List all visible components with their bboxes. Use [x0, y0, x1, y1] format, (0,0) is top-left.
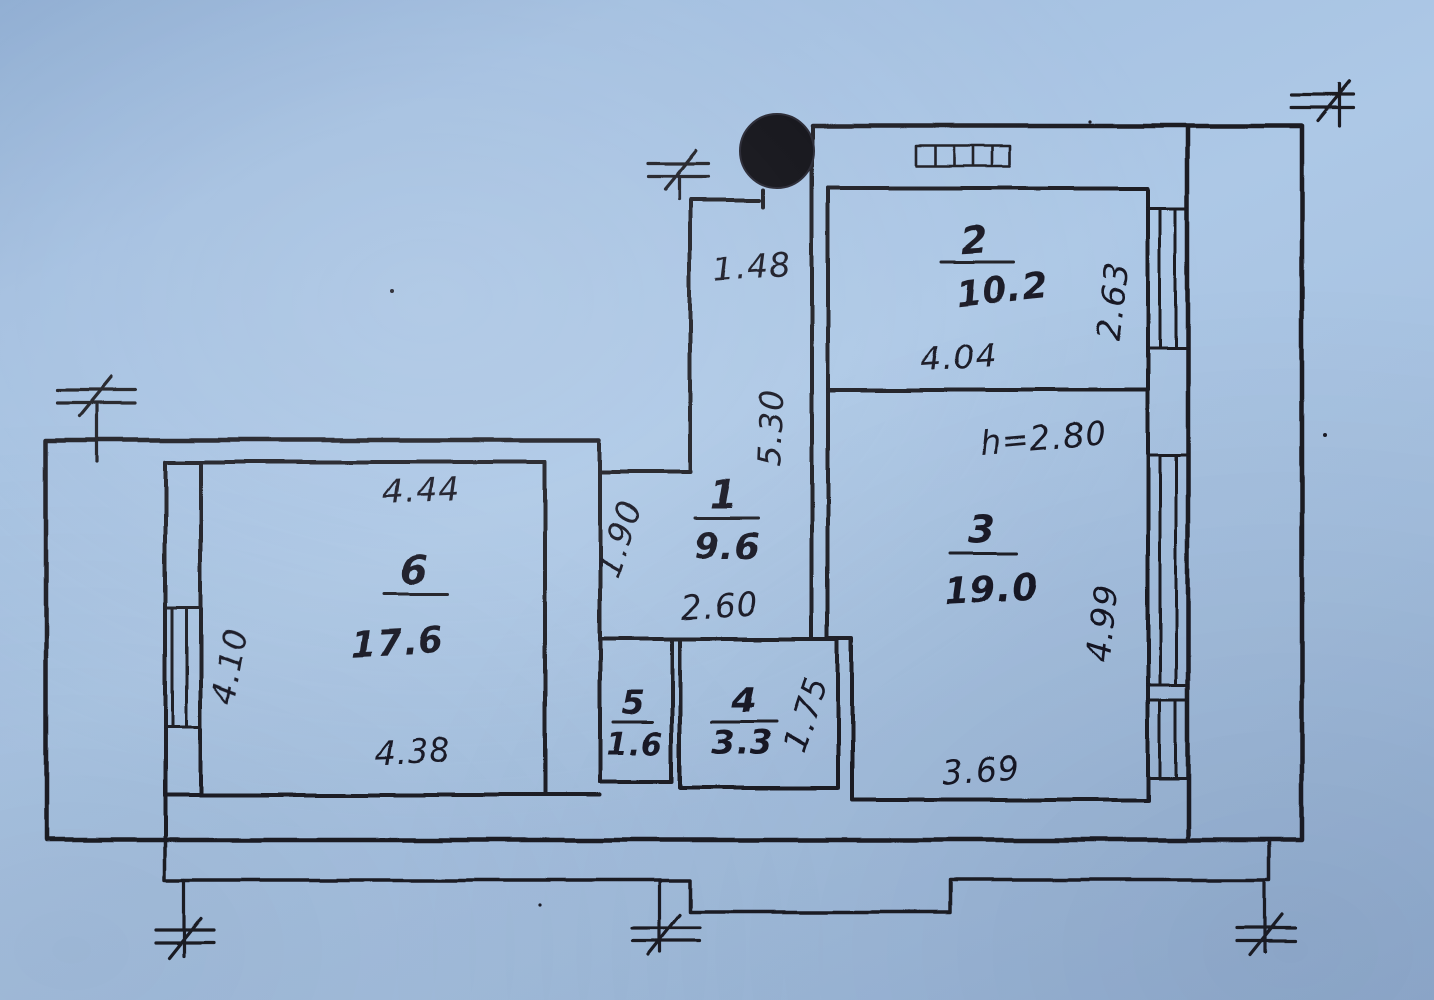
dim-hall-width-label: 1.90 [589, 496, 650, 582]
room-3-number-label: 3 [968, 508, 996, 553]
dim-hall-length-label: 5.30 [750, 388, 792, 467]
plinth-lines [163, 838, 1272, 914]
room-3-area-label: 19.0 [944, 568, 1039, 614]
labels: 2 10.2 4.04 2.63 1.48 1 9.6 2.60 5.30 1.… [203, 217, 1137, 792]
axis-marker-top-left-icon [56, 375, 138, 464]
room6-walls [163, 460, 602, 840]
room-1-area-label: 9.6 [695, 526, 762, 567]
window-room2-icon [1146, 206, 1190, 350]
dim-room6-depth-label: 4.10 [203, 624, 255, 707]
axis-marker-top-middle-icon [646, 149, 710, 202]
axis-marker-bottom-left-icon [154, 878, 216, 960]
room-2-number-label: 2 [959, 217, 989, 263]
dim-room2-depth-label: 2.63 [1089, 260, 1137, 342]
vent-hatch-icon [914, 144, 1012, 168]
ink-speckles [390, 120, 1327, 907]
room-5-area-label: 1.6 [606, 726, 664, 762]
dim-hall-entry-label: 1.48 [712, 244, 792, 288]
axis-marker-bottom-right-icon [1235, 878, 1297, 957]
corridor-walls [598, 124, 830, 784]
room-6-number-label: 6 [400, 549, 428, 594]
ceiling-height-label: h=2.80 [978, 414, 1109, 464]
window-room3-icon [1146, 453, 1190, 687]
outer-walls [43, 123, 1305, 843]
room4-room5-walls [598, 637, 840, 790]
room-4-area-label: 3.3 [711, 723, 772, 762]
wall-linework [43, 80, 1356, 960]
dim-room3-depth-label: 4.99 [1079, 582, 1126, 663]
room2-room3-walls [826, 186, 1150, 802]
dim-room2-width-label: 4.04 [919, 334, 999, 378]
room-5-number-label: 5 [621, 683, 645, 722]
dim-hall-bottom-label: 2.60 [680, 585, 759, 628]
room-2-area-label: 10.2 [953, 265, 1050, 315]
dim-room4-depth-label: 1.75 [775, 672, 836, 758]
window-room3-lower-icon [1146, 698, 1190, 780]
axis-marker-bottom-middle-icon [630, 878, 702, 957]
room-4-number-label: 4 [731, 681, 757, 721]
axis-markers [56, 80, 1356, 960]
dim-room6-bottom-label: 4.38 [373, 732, 452, 774]
hole-punch-mark [739, 113, 815, 189]
room-6-area-label: 17.6 [350, 620, 445, 666]
window-room6-icon [163, 606, 202, 730]
room-1-number-label: 1 [710, 473, 738, 518]
fraction-bars [382, 260, 1018, 724]
axis-marker-top-right-icon [1290, 80, 1356, 128]
dim-room3-bottom-label: 3.69 [941, 748, 1021, 792]
dim-room6-top-label: 4.44 [382, 469, 461, 512]
window-symbols [163, 206, 1190, 780]
